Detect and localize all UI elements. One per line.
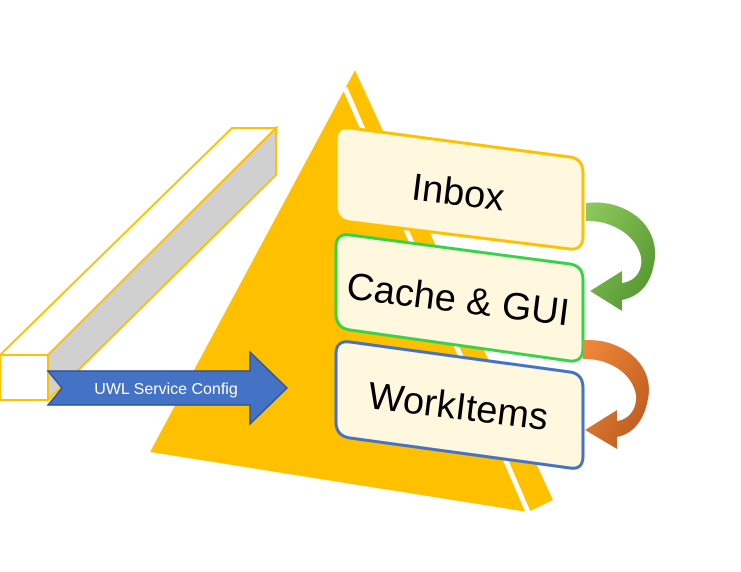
cache-box xyxy=(334,233,585,363)
orange-curved-arrow-icon xyxy=(583,339,649,449)
service-config-arrow-shape xyxy=(46,350,289,426)
layer-workitems[interactable]: WorkItems xyxy=(334,340,585,470)
config-bar-front xyxy=(0,354,49,401)
layer-inbox[interactable]: Inbox xyxy=(334,126,585,251)
layer-cache[interactable]: Cache & GUI xyxy=(334,233,585,363)
config-bar xyxy=(0,125,279,403)
service-config-label: UWL Service Config xyxy=(94,381,237,398)
inbox-box xyxy=(334,126,585,251)
workitems-box xyxy=(334,340,585,470)
service-config-arrow[interactable]: UWL Service Config xyxy=(46,350,289,426)
green-curved-arrow-icon xyxy=(586,202,656,311)
